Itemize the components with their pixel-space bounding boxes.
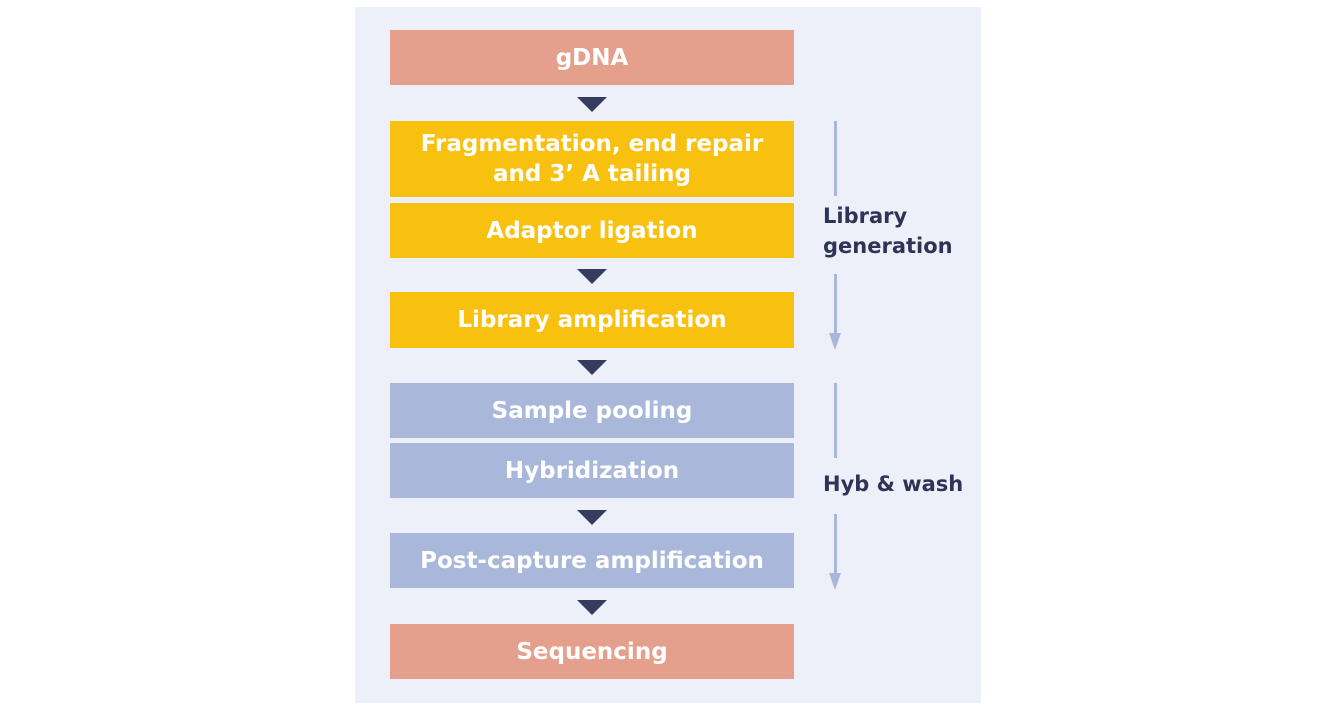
step-post-capture-amplification: Post-capture amplification [390, 533, 794, 588]
flow-arrow-down-icon [577, 360, 607, 375]
step-fragmentation: Fragmentation, end repair and 3’ A taili… [390, 121, 794, 197]
step-gdna: gDNA [390, 30, 794, 85]
library-phase-line-bottom [834, 274, 837, 336]
step-adaptor-ligation: Adaptor ligation [390, 203, 794, 258]
step-sequencing: Sequencing [390, 624, 794, 679]
step-library-amplification: Library amplification [390, 292, 794, 348]
phase-label-hyb-wash: Hyb & wash [823, 472, 964, 496]
phase-label-library-generation: Library generation [823, 204, 953, 258]
library-phase-line-top [834, 121, 837, 196]
flow-arrow-down-icon [577, 600, 607, 615]
flow-arrow-down-icon [577, 269, 607, 284]
workflow-panel [355, 7, 981, 703]
hyb-phase-line-top [834, 383, 837, 458]
flow-arrow-down-icon [577, 97, 607, 112]
hyb-phase-arrow-icon [829, 573, 841, 590]
step-sample-pooling: Sample pooling [390, 383, 794, 438]
library-phase-arrow-icon [829, 333, 841, 350]
flow-arrow-down-icon [577, 510, 607, 525]
step-hybridization: Hybridization [390, 443, 794, 498]
hyb-phase-line-bottom [834, 514, 837, 576]
